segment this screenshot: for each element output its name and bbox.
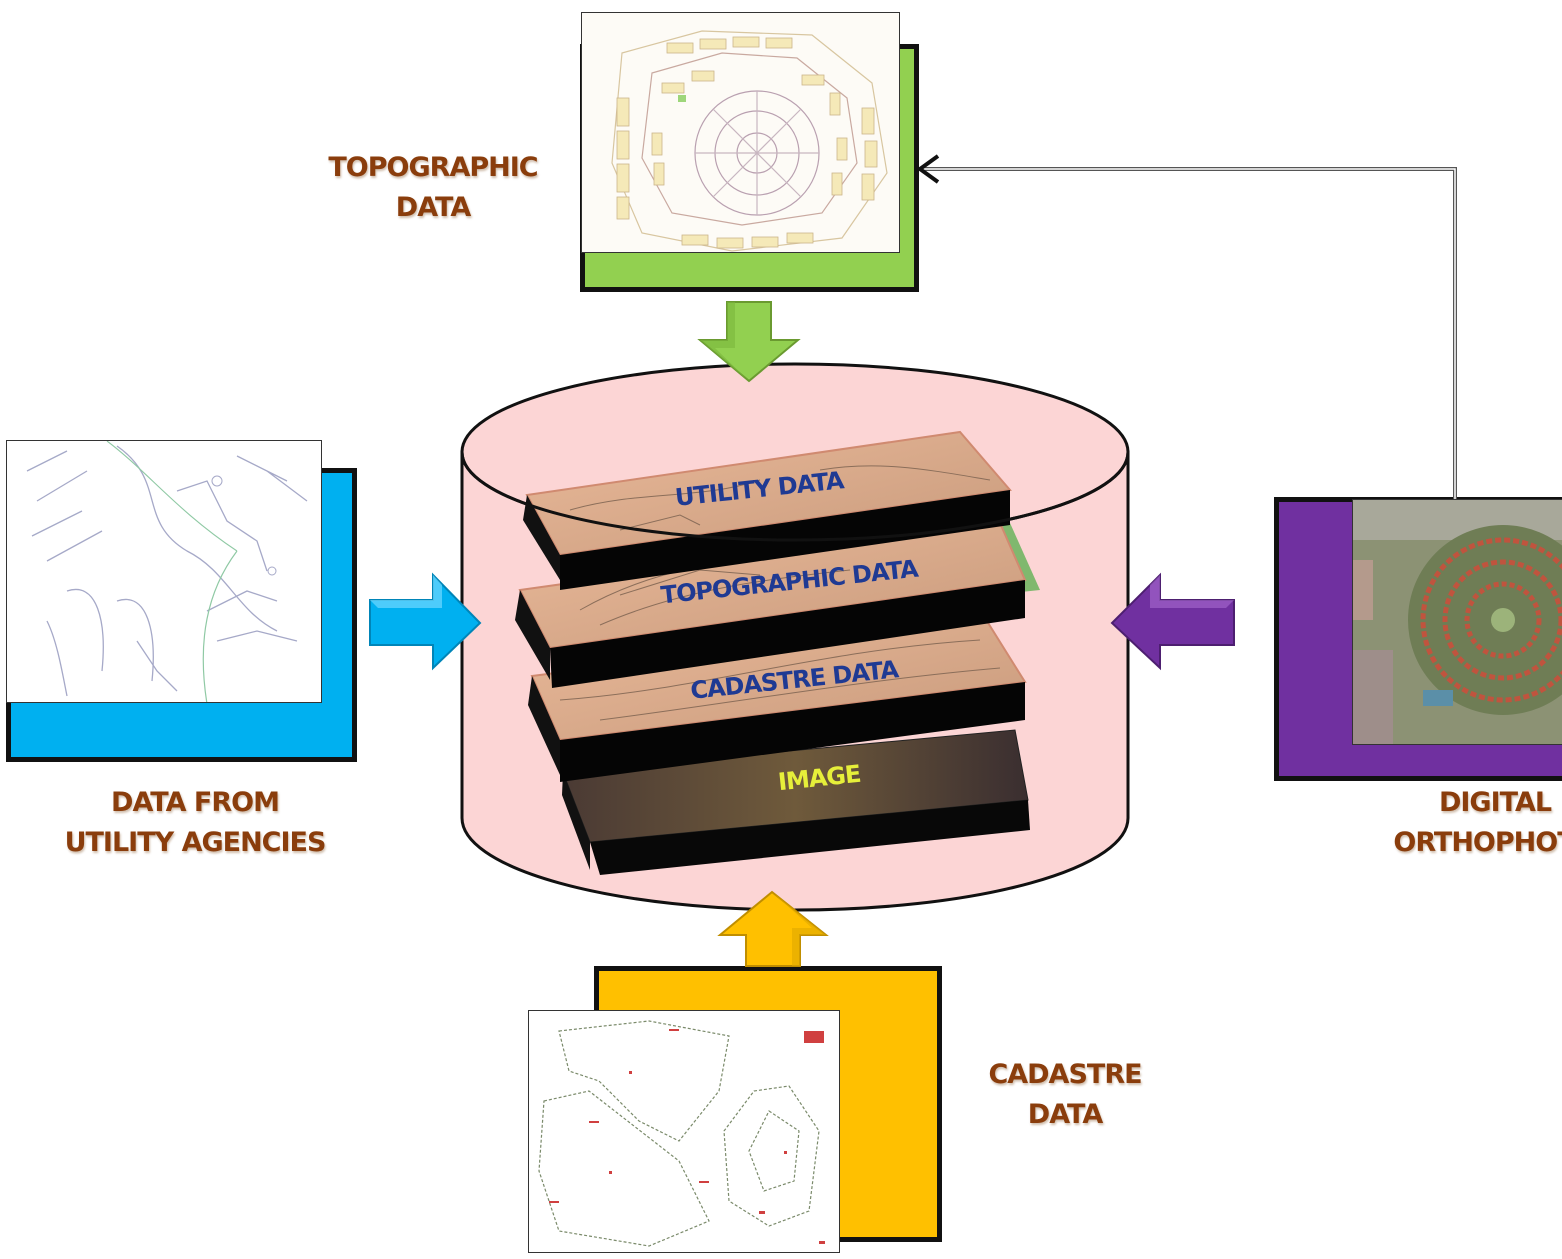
utility-label-line1: DATA FROM (111, 787, 280, 818)
cadastre-input-arrow-icon (717, 890, 829, 967)
utility-label-line2: UTILITY AGENCIES (64, 827, 327, 858)
orthophoto-label-line2: ORTHOPHOTO (1393, 827, 1562, 858)
cadastre-data-label: CADASTRE DATA (950, 1055, 1180, 1135)
connector-arrowhead-icon (916, 154, 940, 184)
topographic-map-drawing (611, 30, 888, 252)
utility-map-drawing (26, 441, 308, 702)
topographic-data-label: TOPOGRAPHIC DATA (318, 148, 548, 228)
cadastre-map-image (528, 1010, 840, 1253)
utility-data-label: DATA FROM UTILITY AGENCIES (50, 783, 340, 863)
orthophoto-drawing (1353, 500, 1562, 744)
cadastre-label-line1: CADASTRE (988, 1059, 1142, 1090)
cadastre-label-line2: DATA (1027, 1099, 1103, 1130)
topographic-input-arrow-icon (697, 301, 801, 383)
cadastre-map-drawing (538, 1020, 825, 1247)
utility-map-image (6, 440, 322, 703)
orthophoto-label-line1: DIGITAL (1438, 787, 1552, 818)
orthophoto-label: DIGITAL ORTHOPHOTO (1380, 783, 1562, 863)
topographic-label-line1: TOPOGRAPHIC (328, 152, 538, 183)
image-layer-slab (562, 729, 1030, 875)
utility-input-arrow-icon (369, 572, 482, 671)
orthophoto-image (1352, 499, 1562, 745)
topographic-label-line2: DATA (395, 192, 471, 223)
orthophoto-input-arrow-icon (1110, 572, 1235, 671)
topographic-map-image (581, 12, 900, 253)
